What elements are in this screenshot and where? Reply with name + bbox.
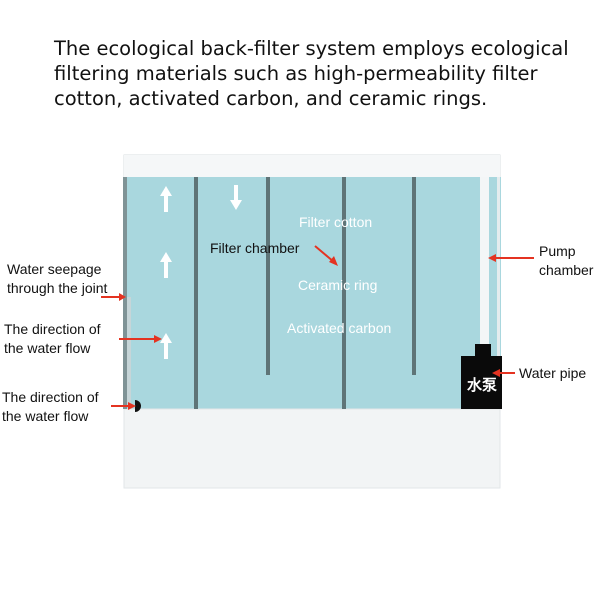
material-filter-cotton: Filter cotton [299,214,373,230]
label-filter-chamber: Filter chamber [210,240,300,256]
pump-body [461,356,502,409]
flow-down-arrow [230,185,242,210]
partition-4 [412,177,416,375]
arrow-water-pipe-head [492,369,500,377]
label-water-pipe: Water pipe [519,365,587,381]
partition-1 [194,177,198,409]
label-direction-2: The direction of the water flow [2,389,99,424]
label-direction-1: The direction of the water flow [4,321,101,356]
partition-3 [342,177,346,409]
pointer-arrows [101,245,534,410]
arrow-pump-chamber-head [488,254,496,262]
pump-label: 水泵 [466,376,497,394]
water-outlet [135,400,141,412]
description-text: The ecological back-filter system employ… [54,37,569,110]
left-wall [123,177,127,409]
right-wall [497,177,500,409]
flow-up-arrow-mid [160,252,172,278]
tank-base [123,408,501,489]
water-body [126,177,501,409]
arrow-direction1-head [154,335,162,343]
arrow-direction2-head [128,402,136,410]
label-water-seepage: Water seepage through the joint [7,261,108,296]
seepage-joint [127,297,131,405]
pump-chamber-wall [480,177,489,375]
arrow-seepage-head [119,293,126,301]
flow-up-arrow-top [160,186,172,212]
arrow-filter-chamber-line [314,245,335,263]
tank-top-rim [124,155,500,178]
material-activated-carbon: Activated carbon [287,320,392,336]
flow-up-arrow-low [160,333,172,359]
partition-2 [266,177,270,375]
white-flow-arrows [160,185,242,359]
pump-pipe [475,344,491,358]
label-pump-chamber: Pump chamber [539,243,594,278]
material-ceramic-ring: Ceramic ring [298,277,378,293]
arrow-filter-chamber-head [329,256,338,266]
